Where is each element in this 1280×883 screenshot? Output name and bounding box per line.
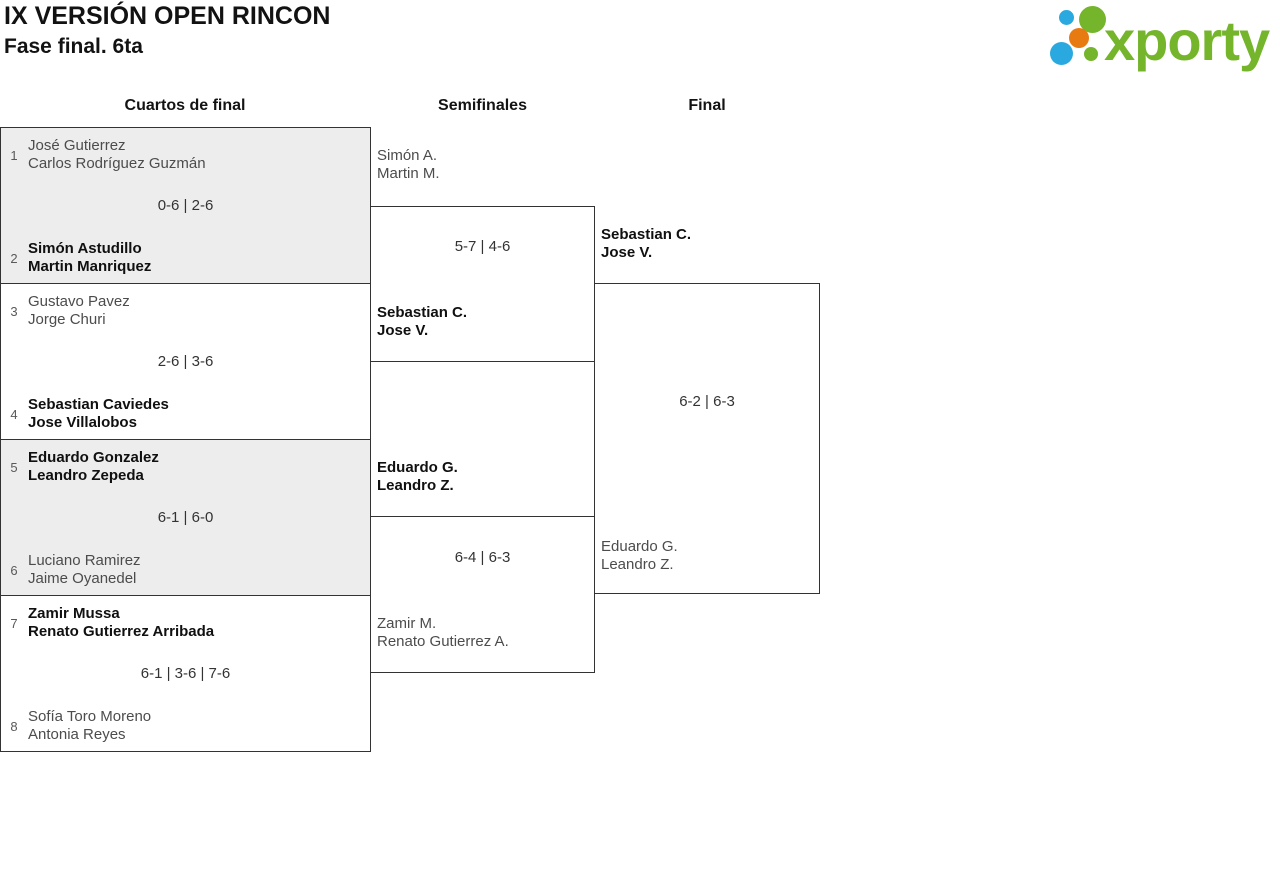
team-name-winner: Sebastian C. Jose V. xyxy=(377,304,468,339)
match-score: 6-1 | 6-0 xyxy=(157,509,214,526)
logo-dot-icon xyxy=(1050,42,1073,65)
team-name-winner: Sebastian Caviedes Jose Villalobos xyxy=(28,396,169,431)
seed-number: 4 xyxy=(10,406,18,422)
match-box-qf-2: 3 Gustavo Pavez Jorge Churi 2-6 | 3-6 4 … xyxy=(0,283,371,440)
seed-number: 3 xyxy=(10,303,18,319)
seed-number: 5 xyxy=(10,459,18,475)
match-box-qf-3: 5 Eduardo Gonzalez Leandro Zepeda 6-1 | … xyxy=(0,439,371,596)
match-score: 6-1 | 3-6 | 7-6 xyxy=(140,665,231,682)
tournament-title: IX VERSIÓN OPEN RINCON xyxy=(4,2,331,30)
seed-number: 6 xyxy=(10,562,18,578)
match-box-qf-1: 1 José Gutierrez Carlos Rodríguez Guzmán… xyxy=(0,127,371,284)
match-box-sf-2: 6-4 | 6-3 xyxy=(370,516,595,673)
logo-dot-icon xyxy=(1084,47,1098,61)
match-score: 5-7 | 4-6 xyxy=(454,238,511,255)
team-name-winner: Sebastian C. Jose V. xyxy=(601,226,692,261)
team-name-winner: Eduardo G. Leandro Z. xyxy=(377,459,458,494)
team-name: Simón A. Martin M. xyxy=(377,147,440,182)
team-name-winner: Zamir Mussa Renato Gutierrez Arribada xyxy=(28,605,215,640)
team-name: Zamir M. Renato Gutierrez A. xyxy=(377,615,509,650)
seed-number: 1 xyxy=(10,147,18,163)
match-box-qf-4: 7 Zamir Mussa Renato Gutierrez Arribada … xyxy=(0,595,371,752)
round-header-semifinals: Semifinales xyxy=(438,97,527,114)
match-score: 6-4 | 6-3 xyxy=(454,549,511,566)
stage-subtitle: Fase final. 6ta xyxy=(4,35,143,58)
seed-number: 7 xyxy=(10,615,18,631)
team-name: Eduardo G. Leandro Z. xyxy=(601,538,678,573)
match-box-final: 6-2 | 6-3 xyxy=(594,283,820,594)
team-name: José Gutierrez Carlos Rodríguez Guzmán xyxy=(28,137,206,172)
round-header-final: Final xyxy=(688,97,726,114)
seed-number: 2 xyxy=(10,250,18,266)
team-name: Gustavo Pavez Jorge Churi xyxy=(28,293,130,328)
match-score: 6-2 | 6-3 xyxy=(679,393,735,410)
logo-dot-icon xyxy=(1069,28,1089,48)
round-header-quarterfinals: Cuartos de final xyxy=(124,97,246,114)
xporty-logo-text: xporty xyxy=(1104,9,1270,72)
team-name: Sofía Toro Moreno Antonia Reyes xyxy=(28,708,152,743)
seed-number: 8 xyxy=(10,718,18,734)
team-name: Luciano Ramirez Jaime Oyanedel xyxy=(28,552,141,587)
team-name-winner: Simón Astudillo Martin Manriquez xyxy=(28,240,152,275)
match-score: 2-6 | 3-6 xyxy=(157,353,214,370)
logo-dot-icon xyxy=(1059,10,1074,25)
team-name-winner: Eduardo Gonzalez Leandro Zepeda xyxy=(28,449,159,484)
match-score: 0-6 | 2-6 xyxy=(157,197,214,214)
